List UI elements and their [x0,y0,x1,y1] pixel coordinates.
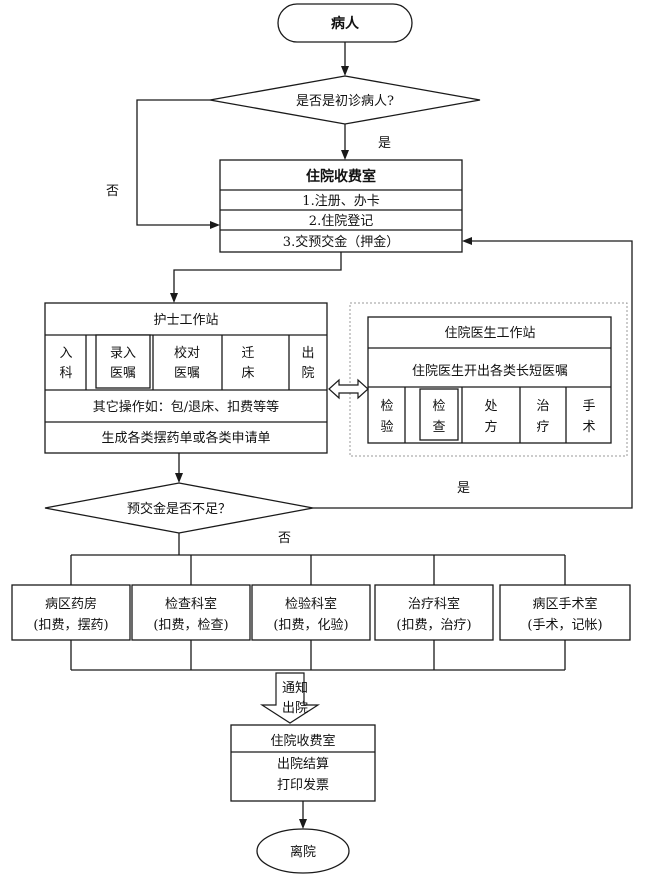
doctor-cell-2-line-2: 查 [432,420,445,435]
nurse-cell-2-line-1: 录入 [110,346,136,361]
decision-first-visit-no: 否 [106,184,119,199]
nurse-cell-4-line-1: 迁 [241,346,254,361]
admission-office-item-3: 3.交预交金（押金） [283,234,399,250]
admission-office-item-1: 1.注册、办卡 [302,194,379,209]
arrowhead [462,237,472,245]
bidirectional-arrow-icon [328,378,369,400]
discharge-office-item-1: 出院结算 [277,757,329,772]
nurse-cell-1-line-2: 科 [59,366,72,381]
admission-office-box: 住院收费室 1.注册、办卡 2.住院登记 3.交预交金（押金） [219,159,463,253]
notify-discharge-line-1: 通知 [282,680,308,696]
nurse-cell-2-line-2: 医嘱 [110,366,136,381]
doctor-station-frame [349,302,628,457]
nurse-cell-4-line-2: 床 [241,366,254,381]
doctor-cell-5-line-2: 术 [582,420,595,435]
start-label: 病人 [331,15,360,32]
department-4-detail: (扣费，治疗) [396,618,471,633]
department-box-3: 检验科室 (扣费，化验) [251,584,371,641]
nurse-cell-5-line-2: 院 [301,366,314,381]
department-2-detail: (扣费，检查) [153,618,228,633]
doctor-cell-1-line-2: 验 [380,419,393,435]
department-5-name: 病区手术室 [532,596,597,612]
department-5-detail: (手术，记帐) [527,618,602,633]
admission-office-item-2: 2.住院登记 [309,214,373,229]
decision-deposit-no: 否 [278,531,291,546]
nurse-station-box: 护士工作站 入 科 录入 医嘱 校对 医嘱 迁 床 出 院 其它操作如：包/退床… [44,302,328,454]
arrowhead [175,473,183,483]
department-2-name: 检查科室 [165,596,217,612]
doctor-cell-2-line-1: 检 [432,399,445,414]
doctor-cell-1-line-1: 检 [380,399,393,414]
nurse-cell-1-line-1: 入 [59,346,72,361]
doctor-station-subtitle: 住院医生开出各类长短医嘱 [412,363,568,379]
nurse-cell-3-line-1: 校对 [174,345,200,361]
discharge-office-box: 住院收费室 出院结算 打印发票 [230,724,376,802]
department-box-1: 病区药房 (扣费，摆药) [11,584,131,641]
decision-deposit-yes: 是 [457,481,470,496]
doctor-cell-3-line-1: 处 [484,399,497,414]
department-1-name: 病区药房 [45,596,97,612]
connector-deposit-yes [313,240,633,509]
doctor-station-title: 住院医生工作站 [444,326,535,341]
doctor-cell-4-line-1: 治 [536,399,549,414]
nurse-generate: 生成各类摆药单或各类申请单 [101,430,270,446]
department-box-2: 检查科室 (扣费，检查) [131,584,251,641]
nurse-other-ops: 其它操作如：包/退床、扣费等等 [93,399,279,415]
department-1-detail: (扣费，摆药) [33,618,108,633]
end-terminator: 离院 [256,828,350,874]
discharge-office-title: 住院收费室 [270,733,335,749]
department-3-detail: (扣费，化验) [273,617,348,633]
decision-deposit: 预交金是否不足？ [44,482,314,534]
discharge-office-item-2: 打印发票 [277,777,329,793]
department-box-5: 病区手术室 (手术，记帐) [499,584,631,641]
nurse-station-title: 护士工作站 [153,313,218,328]
doctor-cell-5-line-1: 手 [582,399,595,414]
arrowhead [299,819,307,829]
notify-discharge-line-2: 出院 [282,701,308,716]
notify-discharge-arrow-icon [259,672,321,724]
start-terminator: 病人 [277,3,413,43]
doctor-cell-3-line-2: 方 [484,419,497,435]
arrowhead [210,221,220,229]
nurse-cell-5-line-1: 出 [301,346,314,361]
decision-first-visit: 是否是初诊病人? [209,75,481,125]
department-3-name: 检验科室 [285,596,337,612]
decision-deposit-label: 预交金是否不足？ [127,501,231,517]
arrowhead [341,66,349,76]
end-label: 离院 [290,844,316,860]
connector-decision-no [136,99,212,226]
doctor-cell-4-line-2: 疗 [536,420,549,435]
doctor-station-box: 住院医生工作站 住院医生开出各类长短医嘱 检 验 检 查 处 方 治 疗 手 术 [367,316,612,444]
department-4-name: 治疗科室 [408,596,460,612]
arrowhead [341,150,349,160]
department-box-4: 治疗科室 (扣费，治疗) [374,584,494,641]
admission-office-title: 住院收费室 [306,168,376,185]
connector-admission-nurse [173,252,342,295]
decision-first-visit-yes: 是 [378,136,391,151]
nurse-cell-3-line-2: 医嘱 [174,366,200,381]
decision-first-visit-label: 是否是初诊病人? [296,94,394,109]
arrowhead [170,293,178,303]
